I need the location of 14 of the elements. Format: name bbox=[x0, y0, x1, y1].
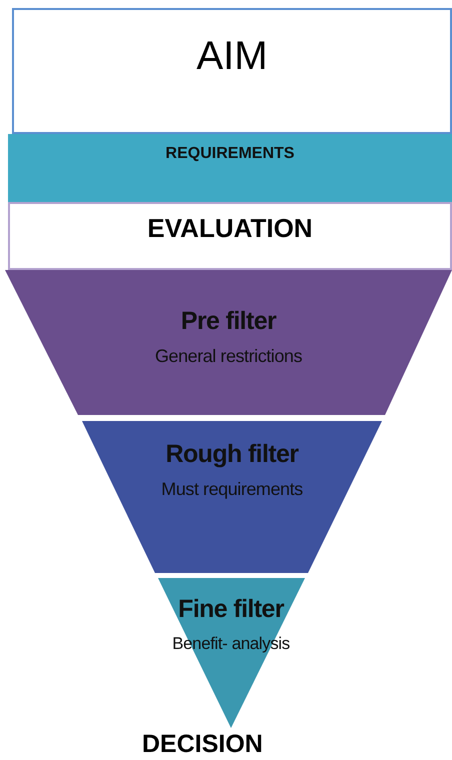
requirements-band bbox=[8, 134, 452, 202]
funnel-segment bbox=[5, 270, 452, 415]
heading: EVALUATION bbox=[147, 212, 313, 244]
subheading: Must requirements bbox=[161, 478, 303, 501]
end-label: DECISION bbox=[142, 732, 263, 757]
aim-box bbox=[12, 8, 452, 134]
heading: Rough filter bbox=[166, 439, 298, 470]
heading: Pre filter bbox=[180, 306, 276, 337]
evaluation-box bbox=[8, 202, 452, 270]
funnel-segment bbox=[82, 421, 382, 573]
heading: Fine filter bbox=[178, 594, 284, 625]
heading: REQUIREMENTS bbox=[166, 146, 294, 162]
heading: AIM bbox=[196, 36, 268, 76]
subheading: General restrictions bbox=[154, 345, 302, 368]
